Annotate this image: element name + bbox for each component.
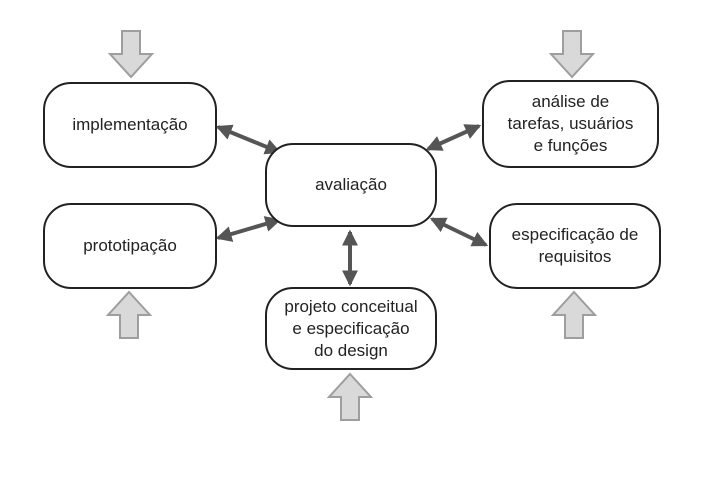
connector-implementacao-avaliacao (215, 124, 282, 155)
input-arrow-up-prototipacao (105, 290, 153, 339)
node-implementacao-label: implementação (72, 115, 188, 134)
node-implementacao: implementação (43, 82, 217, 168)
node-especificacao: especificação de requisitos (489, 203, 661, 289)
connector-especificacao-avaliacao (429, 217, 489, 247)
node-especificacao-label: especificação de requisitos (511, 225, 639, 266)
node-avaliacao-label: avaliação (315, 175, 387, 194)
connector-prototipacao-avaliacao (215, 216, 282, 242)
node-analise: análise de tarefas, usuários e funções (482, 80, 659, 168)
input-arrow-down-implementacao (107, 30, 155, 79)
node-avaliacao: avaliação (265, 143, 437, 227)
input-arrow-up-especificacao (550, 290, 598, 339)
connector-analise-avaliacao (425, 124, 482, 151)
node-prototipacao: prototipação (43, 203, 217, 289)
input-arrow-up-projeto (326, 372, 374, 421)
node-projeto-label: projeto conceitual e especificação do de… (284, 296, 418, 360)
node-prototipacao-label: prototipação (83, 236, 177, 255)
node-projeto: projeto conceitual e especificação do de… (265, 287, 437, 370)
input-arrow-down-analise (548, 30, 596, 79)
node-analise-label: análise de tarefas, usuários e funções (507, 92, 634, 155)
